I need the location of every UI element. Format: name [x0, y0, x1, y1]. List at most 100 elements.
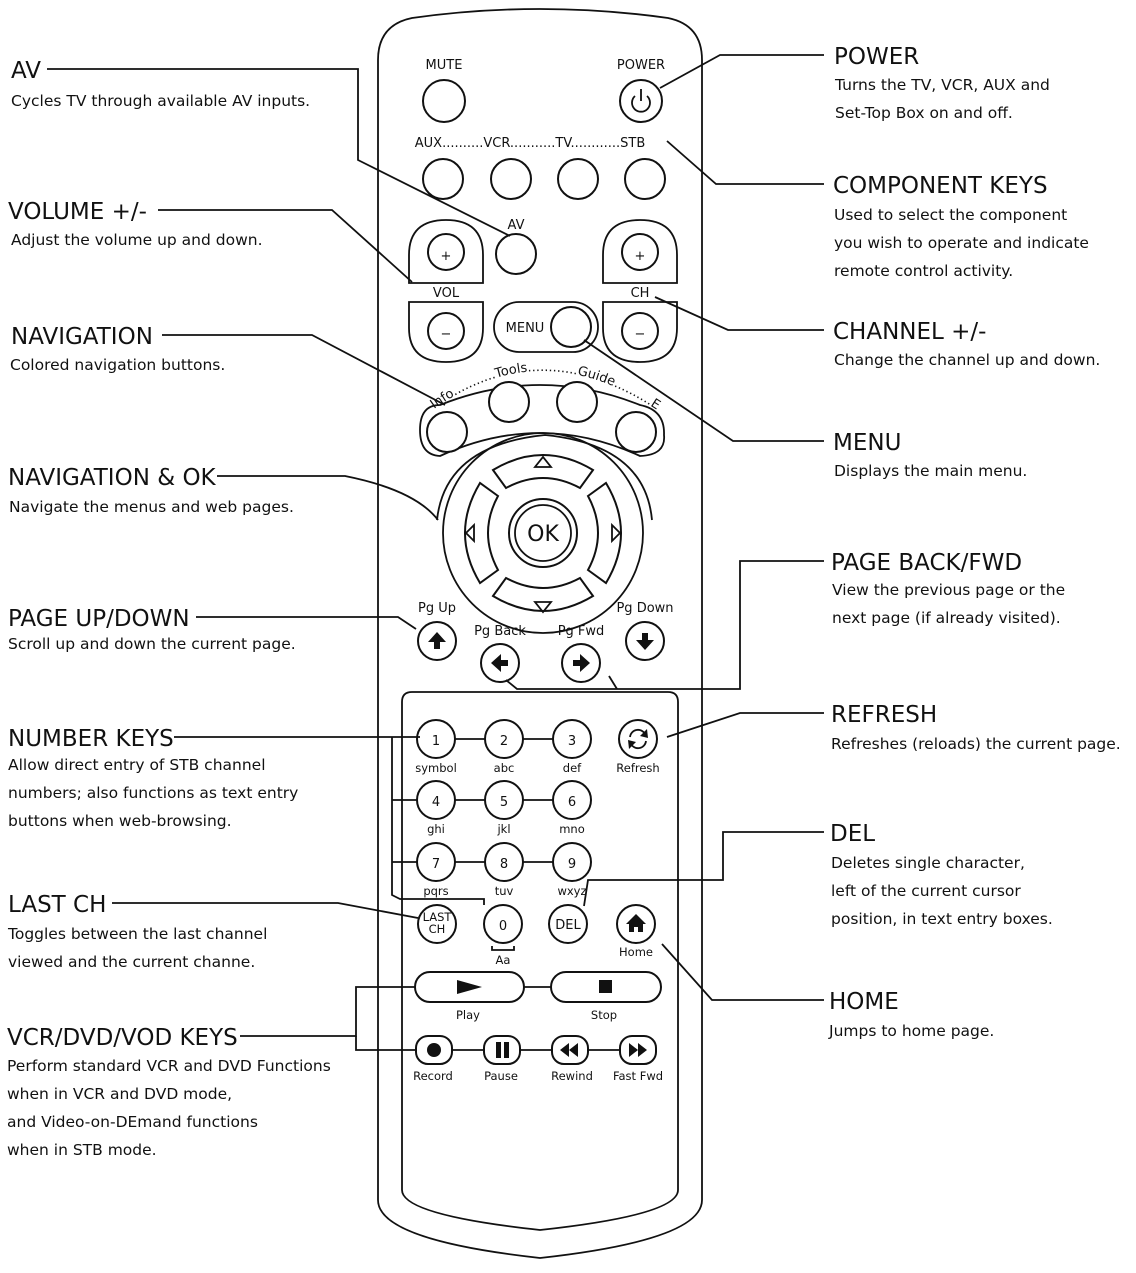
callout-title: MENU	[833, 430, 901, 456]
number-key-label: 4	[432, 795, 440, 810]
callout-title: POWER	[834, 44, 919, 70]
aux-button[interactable]	[422, 158, 464, 200]
number-key-label: 2	[500, 734, 508, 749]
callout-desc: View the previous page or the	[832, 581, 1065, 599]
callout-title: CHANNEL +/-	[833, 319, 986, 345]
callout-desc: Toggles between the last channel	[7, 925, 267, 943]
callout-desc: numbers; also functions as text entry	[8, 784, 298, 802]
fast-forward-icon	[629, 1043, 647, 1057]
remote-body	[377, 8, 703, 1259]
plus-symbol: +	[635, 249, 646, 264]
leader-lines	[47, 54, 824, 1051]
callout-desc: buttons when web-browsing.	[8, 812, 232, 830]
record-icon	[427, 1043, 441, 1057]
dpad-ring	[442, 432, 644, 634]
menu-button[interactable]	[550, 306, 592, 348]
volume-down-housing	[408, 301, 484, 363]
vcr-button[interactable]	[490, 158, 532, 200]
number-key-label: 6	[568, 795, 576, 810]
zero-bracket	[491, 946, 515, 951]
number-key-1[interactable]	[416, 719, 456, 759]
callout-desc: Perform standard VCR and DVD Functions	[7, 1057, 331, 1075]
dpad-down-button[interactable]	[491, 576, 595, 612]
exit-button[interactable]	[615, 411, 657, 453]
callout-desc: next page (if already visited).	[832, 609, 1061, 627]
number-keypad: 1symbol2abc3def4ghi5jkl6mno7pqrs8tuv9wxy…	[415, 719, 592, 898]
volume-up-button[interactable]	[427, 233, 465, 271]
tv-button[interactable]	[557, 158, 599, 200]
av-label: AV	[508, 218, 525, 233]
callout-desc: when in VCR and DVD mode,	[7, 1085, 232, 1103]
channel-down-housing	[602, 301, 678, 363]
number-key-sub: wxyz	[557, 884, 586, 898]
home-icon	[626, 914, 646, 932]
arrow-icon	[491, 654, 508, 672]
callout-desc: Navigate the menus and web pages.	[9, 498, 294, 516]
channel-up-button[interactable]	[621, 233, 659, 271]
pg-up-label: Pg Up	[418, 601, 456, 616]
av-button[interactable]	[495, 233, 537, 275]
ok-button[interactable]	[508, 498, 578, 568]
mute-button[interactable]	[422, 79, 466, 123]
number-key-9[interactable]	[552, 842, 592, 882]
callouts-left: AV Cycles TV through available AV inputs…	[7, 58, 331, 1159]
record-label: Record	[413, 1069, 453, 1083]
fast-fwd-label: Fast Fwd	[613, 1069, 663, 1083]
play-icon	[457, 980, 482, 994]
minus-symbol: −	[635, 327, 646, 342]
number-key-sub: symbol	[415, 761, 457, 775]
callout-desc: position, in text entry boxes.	[831, 910, 1053, 928]
del-label: DEL	[555, 918, 581, 933]
dpad-left-button[interactable]	[464, 481, 500, 585]
refresh-icon	[628, 728, 648, 750]
number-key-sub: jkl	[496, 822, 510, 836]
callout-desc: left of the current cursor	[831, 882, 1021, 900]
pause-icon	[496, 1042, 509, 1058]
callout-desc: you wish to operate and indicate	[834, 234, 1089, 252]
dpad-outer-arc	[436, 434, 653, 521]
home-label: Home	[619, 945, 653, 959]
last-ch-button[interactable]	[417, 904, 457, 944]
channel-down-button[interactable]	[621, 312, 659, 350]
arrow-icon	[428, 632, 446, 649]
number-key-5[interactable]	[484, 780, 524, 820]
pg-fwd-label: Pg Fwd	[558, 624, 605, 639]
power-label: POWER	[617, 58, 665, 73]
number-key-sub: Aa	[496, 953, 511, 967]
callout-desc: Used to select the component	[834, 206, 1067, 224]
dpad-up-button[interactable]	[491, 454, 595, 490]
refresh-button[interactable]	[618, 719, 658, 759]
guide-button[interactable]	[556, 381, 598, 423]
minus-symbol: −	[441, 327, 452, 342]
number-key-label: 0	[499, 919, 507, 934]
stb-button[interactable]	[624, 158, 666, 200]
callout-title: PAGE UP/DOWN	[8, 606, 190, 632]
number-key-6[interactable]	[552, 780, 592, 820]
del-button[interactable]	[548, 904, 588, 944]
arrow-icon	[636, 633, 654, 650]
callout-desc: Refreshes (reloads) the current page.	[831, 735, 1121, 753]
refresh-label: Refresh	[616, 761, 659, 775]
callout-title: NAVIGATION	[11, 324, 153, 350]
dpad-right-button[interactable]	[586, 481, 622, 585]
number-key-3[interactable]	[552, 719, 592, 759]
callout-desc: Displays the main menu.	[834, 462, 1027, 480]
number-key-2[interactable]	[484, 719, 524, 759]
number-key-label: 5	[500, 795, 508, 810]
callout-title: AV	[11, 58, 41, 84]
stop-label: Stop	[591, 1008, 617, 1022]
callout-desc: Scroll up and down the current page.	[8, 635, 296, 653]
tools-button[interactable]	[488, 381, 530, 423]
callout-title: VCR/DVD/VOD KEYS	[7, 1025, 238, 1051]
callout-title: NUMBER KEYS	[8, 726, 174, 752]
info-button[interactable]	[426, 411, 468, 453]
number-key-8[interactable]	[484, 842, 524, 882]
volume-down-button[interactable]	[427, 312, 465, 350]
pause-button[interactable]	[483, 1035, 521, 1065]
number-key-label: 8	[500, 857, 508, 872]
number-key-label: 3	[568, 734, 576, 749]
number-key-0[interactable]	[483, 904, 523, 944]
pg-down-label: Pg Down	[616, 601, 673, 616]
menu-housing	[493, 301, 599, 353]
callout-desc: Adjust the volume up and down.	[11, 231, 263, 249]
